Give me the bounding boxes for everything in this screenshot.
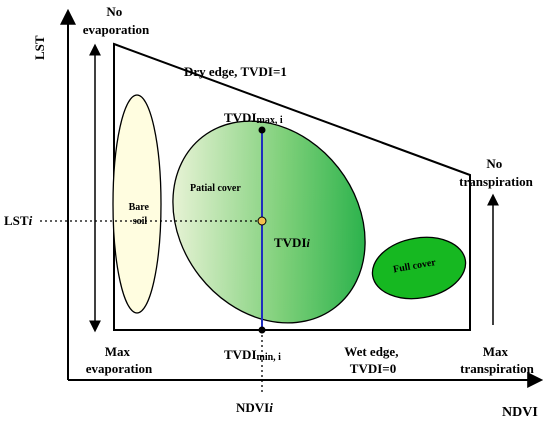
max-evaporation-label: Max evaporation (86, 344, 153, 376)
no-transpiration-label: No transpiration (459, 156, 533, 189)
no-evaporation-label: No evaporation (83, 4, 150, 37)
wet-edge-label: Wet edge, TVDI=0 (344, 344, 401, 376)
tvdi-max-label: TVDImax, i (224, 110, 283, 126)
y-axis-label: LST (32, 35, 47, 60)
partial-cover-label: Patial cover (190, 183, 241, 194)
tvdi-max-point (258, 126, 266, 134)
pixel-point (257, 216, 267, 226)
partial-cover-ellipse (172, 120, 366, 324)
dry-edge-label: Dry edge, TVDI=1 (184, 64, 287, 79)
tvdi-min-label: TVDImin, i (224, 347, 281, 363)
tvdi-min-point (258, 326, 266, 334)
lst-i-label: LSTi (4, 213, 33, 228)
bare-soil-ellipse (112, 94, 162, 314)
ndvi-i-label: NDVIi (236, 400, 273, 415)
tvdi-i-label: TVDIi (274, 235, 311, 250)
x-axis-label: NDVI (502, 405, 538, 420)
max-transpiration-label: Max transpiration (460, 344, 534, 376)
full-cover-ellipse (371, 236, 467, 300)
